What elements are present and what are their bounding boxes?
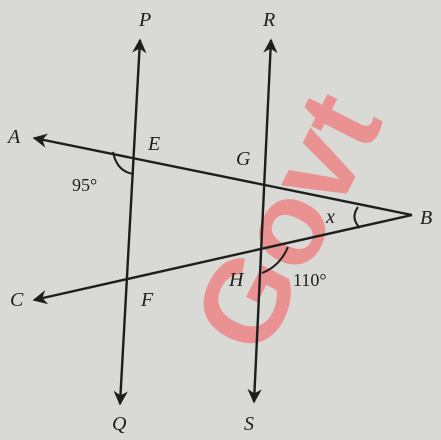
label-s: S xyxy=(244,413,254,435)
angle-measure-h: 110° xyxy=(293,270,327,290)
ray-ba xyxy=(32,133,413,217)
arc-angle-h xyxy=(261,246,289,274)
label-a: A xyxy=(6,126,21,148)
line-rs xyxy=(247,38,278,404)
label-x: x xyxy=(325,206,335,228)
label-g: G xyxy=(236,148,251,170)
angle-measure-e: 95° xyxy=(72,175,97,195)
line-pq xyxy=(113,38,147,406)
label-q: Q xyxy=(112,413,127,435)
label-h: H xyxy=(228,269,245,291)
label-e: E xyxy=(147,133,160,155)
label-r: R xyxy=(262,9,275,31)
label-p: P xyxy=(138,9,151,31)
arc-angle-e xyxy=(112,151,135,175)
ray-bc xyxy=(32,213,413,305)
arc-angle-b xyxy=(353,206,361,229)
label-b: B xyxy=(420,207,432,229)
watermark: Govt xyxy=(168,72,408,371)
label-c: C xyxy=(10,289,24,311)
label-f: F xyxy=(140,289,154,311)
